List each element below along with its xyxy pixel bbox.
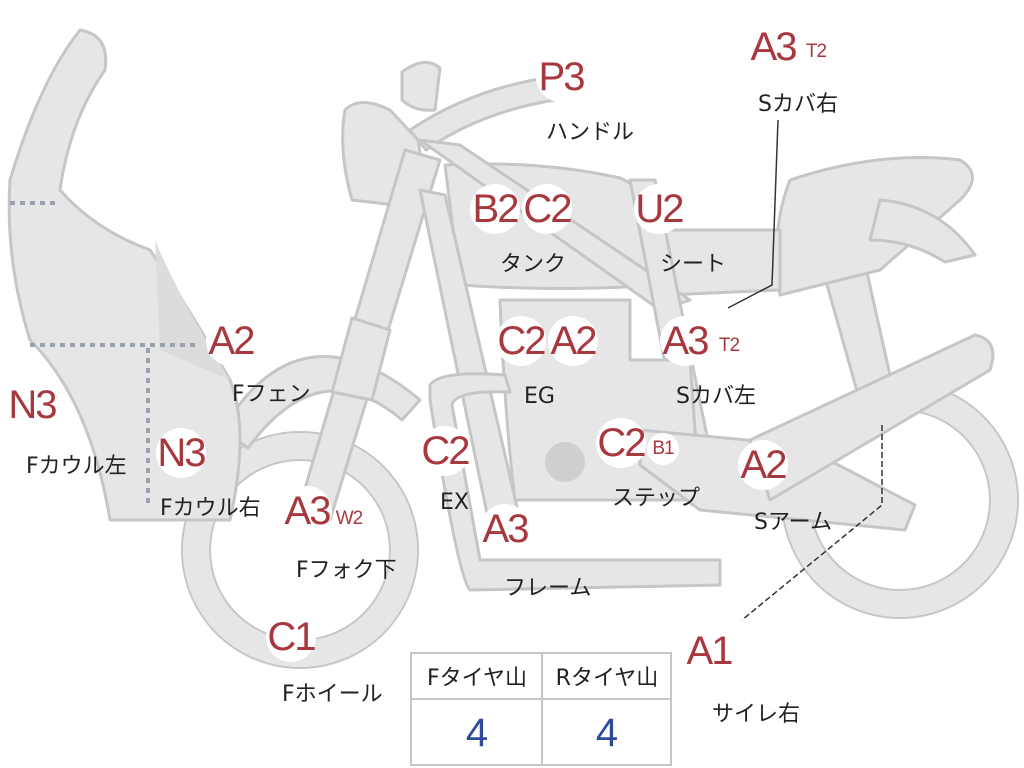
leader-scover-right [727,119,779,309]
part-label: Sカバ右 [758,92,838,117]
part-label: フレーム [504,576,592,601]
tail-fin-shape [868,198,977,264]
grade-badge: U2 [634,184,685,234]
part-label: EX [440,490,469,515]
part-label: ハンドル [546,120,635,145]
grade-badge: N3 [7,380,58,430]
grade-badge: A1 [684,626,734,676]
part-label: Fフォク下 [296,558,397,583]
grade-badge-small: B1 [647,433,679,465]
steering-head-shape [400,60,442,112]
grade-badge: A3 [282,486,332,536]
grade-badge: A3 [660,316,710,366]
grade-badge: A3 [480,504,530,554]
grade-badge: A2 [738,440,788,490]
grade-badge: C2 [596,418,647,468]
grade-badge-small: W2 [333,503,365,535]
silencer-shape [748,333,995,502]
grade-badge-small: T2 [713,330,745,362]
engine-cover [545,442,585,482]
grade-badge: A2 [206,316,256,366]
leader-silencer [741,425,883,621]
part-label: シート [660,252,727,277]
table-divider-v [541,654,543,766]
part-label: サイレ右 [712,702,801,727]
grade-badge: C2 [522,184,573,234]
part-label: ステップ [612,486,701,511]
tire-tread-table: Fタイヤ山 Rタイヤ山 4 4 [410,652,672,766]
exhaust-pipe-shape [428,372,722,592]
rear-tread-value: 4 [595,710,619,755]
grade-badge: B2 [470,184,520,234]
grade-badge: P3 [536,52,586,102]
grade-badge: A3 [748,22,798,72]
part-label: Fホイール [282,682,383,707]
front-tread-header: Fタイヤ山 [427,666,527,691]
fork-lower-shape [330,316,392,402]
leader-lines [727,119,883,621]
part-label: Sアーム [754,510,832,535]
part-label: タンク [500,252,567,277]
part-label: Fフェン [232,382,311,407]
grade-badge: C2 [420,426,471,476]
front-wheel-outline [181,431,419,669]
part-label: Fカウル右 [160,496,261,521]
grade-badge: N3 [156,428,207,478]
grade-badge: A2 [548,316,598,366]
part-label: EG [524,384,555,409]
grade-badge: C2 [496,316,547,366]
rear-tread-header: Rタイヤ山 [555,666,659,691]
cowl-dotted-lines [10,201,200,505]
part-label: Sカバ左 [676,384,756,409]
grade-badge: C1 [266,612,317,662]
grade-badge-small: T2 [800,36,832,68]
front-tread-value: 4 [465,710,489,755]
part-label: Fカウル左 [26,454,127,479]
